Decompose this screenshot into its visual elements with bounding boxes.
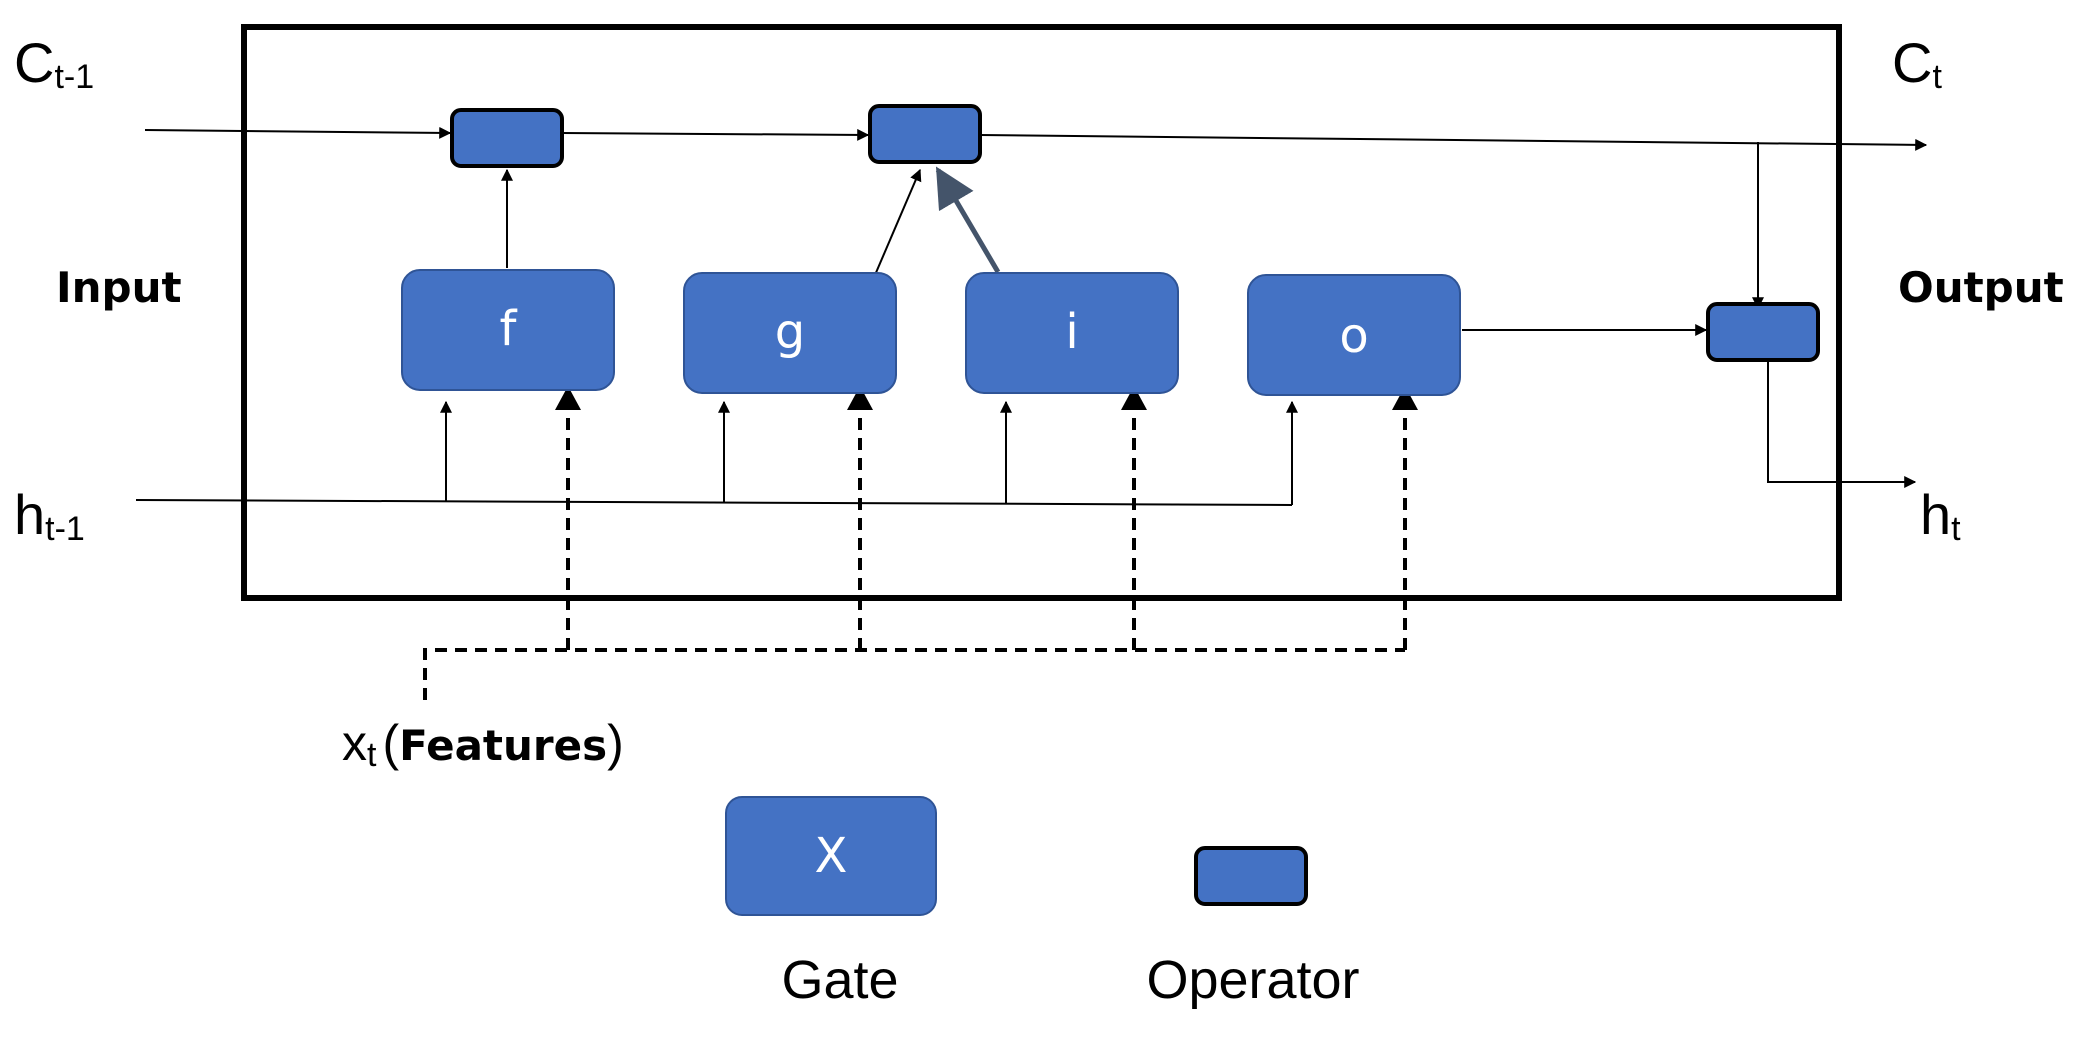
gate-g: g xyxy=(683,272,897,394)
hidden-state-in-line xyxy=(135,499,1293,506)
legend-gate-symbol xyxy=(725,796,937,916)
legend-gate: X Gate xyxy=(725,796,937,1010)
input-label: Input xyxy=(56,263,182,312)
c-prev-label: Ct-1 xyxy=(14,31,94,96)
cell-boundary xyxy=(241,24,1842,601)
legend-operator: Operator xyxy=(1146,846,1360,1010)
cell-state-out-line xyxy=(979,134,1928,151)
gate-f-label: f xyxy=(500,301,518,357)
h-prev-label: ht-1 xyxy=(14,483,85,548)
features-dashed-lines xyxy=(423,408,1407,700)
cell-state-mid-line xyxy=(561,128,870,141)
gate-f: f xyxy=(401,269,615,391)
gate-o-label: o xyxy=(1339,308,1368,364)
c-next-label: Ct xyxy=(1892,31,1942,96)
forget-operator xyxy=(450,108,564,168)
h-next-label: ht xyxy=(1920,483,1961,548)
legend-operator-symbol xyxy=(1194,846,1308,906)
legend-operator-label: Operator xyxy=(1146,950,1359,1010)
output-label: Output xyxy=(1898,263,2064,312)
gate-i: i xyxy=(965,272,1179,394)
legend-gate-symbol-text: X xyxy=(815,828,848,884)
input-operator xyxy=(868,104,982,164)
gate-i-label: i xyxy=(1065,304,1078,360)
cell-state-in-line xyxy=(144,126,452,139)
g-to-operator-arrow xyxy=(874,168,922,276)
features-label: xt(Features) xyxy=(342,715,624,774)
features-arrowheads xyxy=(555,386,1418,410)
gate-g-label: g xyxy=(775,304,805,360)
operator-to-hidden-out-line xyxy=(1767,362,1917,488)
legend-gate-label: Gate xyxy=(781,950,898,1010)
output-operator xyxy=(1706,302,1820,362)
gate-o: o xyxy=(1247,274,1461,396)
i-to-operator-arrow xyxy=(935,166,1001,274)
